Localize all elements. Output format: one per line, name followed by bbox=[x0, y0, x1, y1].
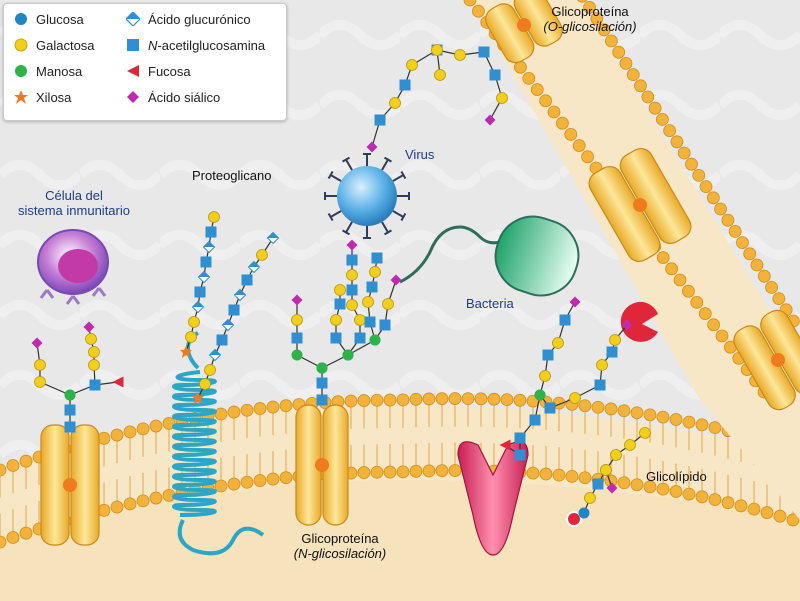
legend-galactosa: Galactosa bbox=[14, 36, 95, 54]
acido-sialico-diamond-icon bbox=[127, 91, 139, 103]
fucosa-triangle-icon bbox=[127, 65, 139, 77]
virus-particle bbox=[324, 153, 410, 239]
membrane-protein-center bbox=[295, 404, 349, 526]
manosa-circle-icon bbox=[15, 65, 27, 77]
membrane-protein-top bbox=[485, 0, 563, 64]
lectin-red bbox=[620, 301, 658, 342]
legend: Glucosa Galactosa Manosa Xilosa Ácido gl… bbox=[3, 3, 287, 121]
nacetil-square-icon bbox=[127, 39, 139, 51]
legend-glucosa: Glucosa bbox=[14, 10, 84, 28]
membrane-protein-left bbox=[40, 424, 100, 546]
legend-acido-sialico: Ácido siálico bbox=[126, 88, 220, 106]
label-proteoglicano: Proteoglicano bbox=[192, 168, 272, 183]
label-glicoproteina-n: Glicoproteína (N-glicosilación) bbox=[293, 531, 387, 561]
label-glicolipido: Glicolípido bbox=[646, 469, 707, 484]
legend-xilosa: Xilosa bbox=[14, 88, 71, 106]
legend-manosa: Manosa bbox=[14, 62, 82, 80]
membrane-protein-diagonal-2 bbox=[733, 309, 800, 411]
glucosa-circle-icon bbox=[15, 13, 27, 25]
label-celula: Célula del sistema inmunitario bbox=[18, 188, 130, 218]
galactosa-circle-icon bbox=[14, 38, 28, 52]
immune-cell bbox=[37, 229, 109, 305]
label-bacteria: Bacteria bbox=[466, 296, 514, 311]
legend-nacetilglucosamina: N-acetilglucosamina bbox=[126, 36, 265, 54]
xilosa-star-icon bbox=[14, 90, 28, 104]
bacterium bbox=[399, 215, 580, 297]
label-virus: Virus bbox=[405, 147, 435, 162]
acido-glucuronico-diamond-icon bbox=[126, 12, 140, 26]
label-glicoproteina-o: Glicoproteína (O-glicosilación) bbox=[543, 4, 637, 34]
membrane-protein-diagonal-1 bbox=[588, 147, 692, 263]
legend-acido-glucuronico: Ácido glucurónico bbox=[126, 10, 251, 28]
legend-fucosa: Fucosa bbox=[126, 62, 191, 80]
receptor-protein bbox=[457, 441, 529, 556]
